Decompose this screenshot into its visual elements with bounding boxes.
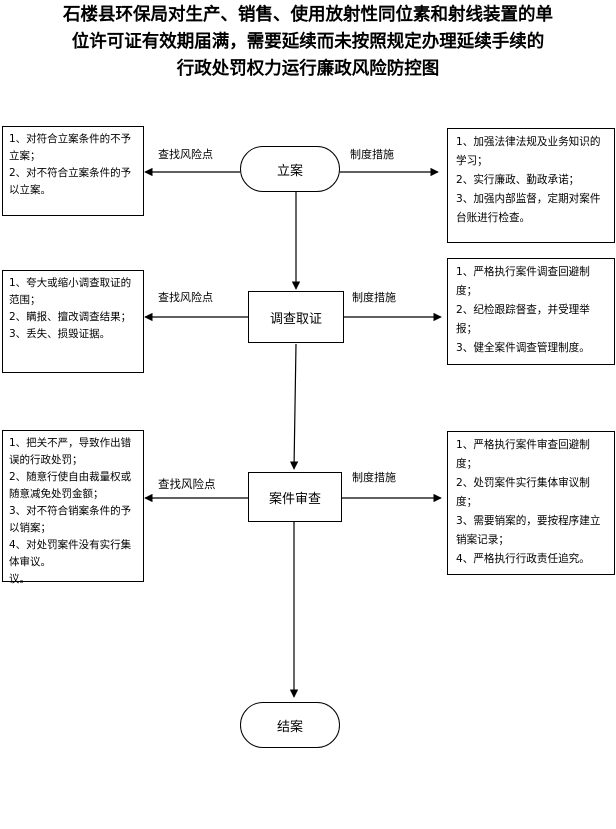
node-end: 结案 <box>240 702 340 748</box>
measure-item: 3、加强内部监督，定期对案件台账进行检查。 <box>456 193 601 224</box>
measure-item: 1、严格执行案件审查回避制度； <box>456 439 590 470</box>
measure-item: 4、严格执行行政责任追究。 <box>456 553 590 565</box>
risk-box-start: 1、对符合立案条件的不予立案； 2、对不符合立案条件的予以立案。 <box>2 126 144 216</box>
node-review: 案件审查 <box>248 472 342 522</box>
risk-box-investigate: 1、夸大或缩小调查取证的范围； 2、瞒报、擅改调查结果； 3、丢失、损毁证据。 <box>2 270 144 373</box>
title-line-3: 行政处罚权力运行廉政风险防控图 <box>176 59 440 79</box>
risk-item: 4、对处罚案件没有实行集体审议。 <box>9 539 132 568</box>
measure-item: 3、健全案件调查管理制度。 <box>456 342 590 354</box>
node-investigate: 调查取证 <box>248 291 344 343</box>
node-start-label: 立案 <box>276 163 303 179</box>
flow-arrow-investigate-review <box>289 343 299 470</box>
risk-box-review: 1、把关不严，导致作出错误的行政处罚； 2、随意行使自由裁量权或随意减免处罚金额… <box>2 430 144 585</box>
measure-item: 1、加强法律法规及业务知识的学习； <box>456 136 601 167</box>
risk-item: 2、瞒报、擅改调查结果； <box>9 311 132 323</box>
measure-box-review: 1、严格执行案件审查回避制度； 2、处罚案件实行集体审议制度； 3、需要销案的，… <box>447 431 615 575</box>
label-measure-3: 制度措施 <box>352 471 396 484</box>
risk-item: 2、对不符合立案条件的予以立案。 <box>9 167 132 196</box>
risk-item: 议。 <box>9 573 30 585</box>
measure-item: 3、需要销案的，要按程序建立销案记录； <box>456 515 601 546</box>
label-measure-2: 制度措施 <box>352 291 396 304</box>
title-line-2: 位许可证有效期届满，需要延续而未按照规定办理延续手续的 <box>71 32 545 52</box>
measure-box-investigate: 1、严格执行案件调查回避制度； 2、纪检跟踪督查，并受理举报； 3、健全案件调查… <box>447 258 615 365</box>
label-risk-1: 查找风险点 <box>158 148 213 161</box>
label-risk-3: 查找风险点 <box>158 477 216 491</box>
risk-item: 3、对不符合销案条件的予以销案； <box>9 505 132 534</box>
measure-box-start: 1、加强法律法规及业务知识的学习； 2、实行廉政、勤政承诺； 3、加强内部监督，… <box>447 128 615 243</box>
risk-item: 1、把关不严，导致作出错误的行政处罚； <box>9 437 132 466</box>
measure-item: 2、实行廉政、勤政承诺； <box>456 174 580 186</box>
node-start: 立案 <box>240 146 340 192</box>
node-end-label: 结案 <box>276 719 303 735</box>
risk-item: 3、丢失、损毁证据。 <box>9 328 111 340</box>
node-investigate-label: 调查取证 <box>269 311 322 327</box>
title-line-1: 石楼县环保局对生产、销售、使用放射性同位素和射线装置的单 <box>63 5 553 25</box>
risk-item: 2、随意行使自由裁量权或随意减免处罚金额； <box>9 471 132 500</box>
measure-item: 2、处罚案件实行集体审议制度； <box>456 477 590 508</box>
node-review-label: 案件审查 <box>268 491 321 507</box>
measure-item: 2、纪检跟踪督查，并受理举报； <box>456 304 590 335</box>
risk-item: 1、夸大或缩小调查取证的范围； <box>9 277 132 306</box>
label-measure-1: 制度措施 <box>350 148 394 161</box>
measure-item: 1、严格执行案件调查回避制度； <box>456 266 590 297</box>
risk-item: 1、对符合立案条件的不予立案； <box>9 133 132 162</box>
label-risk-2: 查找风险点 <box>158 291 213 304</box>
page-title: 石楼县环保局对生产、销售、使用放射性同位素和射线装置的单 位许可证有效期届满，需… <box>0 2 616 83</box>
